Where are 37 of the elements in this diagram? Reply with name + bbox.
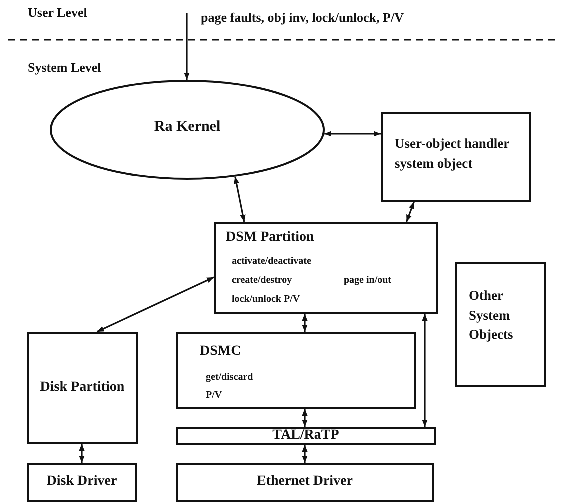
arrow xyxy=(406,202,415,222)
arrow xyxy=(96,276,214,333)
ellipse-node xyxy=(50,80,325,180)
process-box xyxy=(27,332,138,444)
process-box xyxy=(27,463,137,502)
node-title: Disk Partition xyxy=(39,380,126,396)
arrow xyxy=(79,444,85,463)
process-box xyxy=(176,427,436,445)
node-title: User-object handler system object xyxy=(395,135,510,173)
node-title: Disk Driver xyxy=(46,474,118,490)
process-box xyxy=(455,262,546,387)
edge-label: page faults, obj inv, lock/unlock, P/V xyxy=(201,10,404,26)
operation-text: lock/unlock P/V xyxy=(232,294,300,305)
operation-text: get/discard xyxy=(206,372,254,383)
process-box xyxy=(176,463,434,502)
process-box xyxy=(176,332,416,409)
node-title: DSMC xyxy=(200,344,242,360)
level-label: User Level xyxy=(28,5,88,21)
arrow xyxy=(302,409,308,427)
operation-text: create/destroy xyxy=(232,275,292,286)
operation-text: page in/out xyxy=(344,275,392,286)
node-title: TAL/RaTP xyxy=(272,428,340,444)
arrow xyxy=(302,314,308,332)
operation-text: P/V xyxy=(206,390,222,401)
arrow xyxy=(184,13,190,80)
node-title: Ra Kernel xyxy=(153,119,222,136)
operation-text: activate/deactivate xyxy=(232,256,312,267)
level-label: System Level xyxy=(28,60,102,76)
process-box xyxy=(381,112,531,202)
node-title: Ethernet Driver xyxy=(256,474,354,490)
node-title: Other System Objects xyxy=(469,287,514,344)
node-title: DSM Partition xyxy=(226,230,314,246)
arrow xyxy=(324,131,381,137)
arrow xyxy=(234,176,246,222)
arrow xyxy=(302,445,308,463)
process-box xyxy=(214,222,438,314)
arrow xyxy=(422,314,428,427)
